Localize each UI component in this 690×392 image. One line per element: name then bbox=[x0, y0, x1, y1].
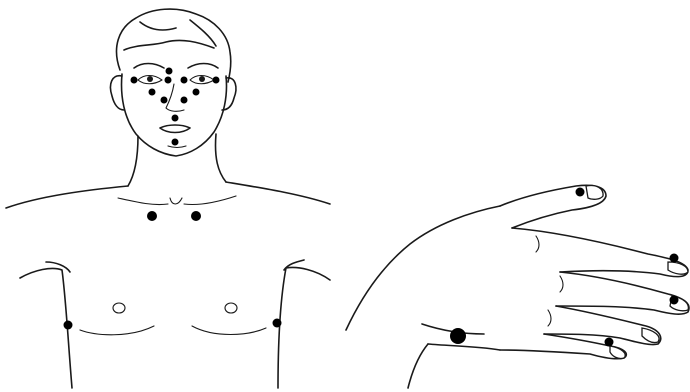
point-upper-lip bbox=[172, 115, 179, 122]
point-chin bbox=[172, 139, 179, 146]
left-pupil bbox=[147, 76, 153, 82]
right-pectoral bbox=[192, 326, 266, 335]
knuckle-creases bbox=[536, 236, 563, 326]
point-left-brow-outer bbox=[131, 77, 138, 84]
face-points bbox=[131, 68, 220, 146]
hand-figure bbox=[346, 185, 689, 388]
point-right-brow-outer bbox=[213, 77, 220, 84]
left-pectoral bbox=[80, 326, 154, 335]
little-finger bbox=[500, 334, 626, 359]
point-index-finger bbox=[670, 254, 679, 263]
right-eyebrow bbox=[188, 64, 218, 69]
left-nipple bbox=[113, 303, 125, 313]
torso-figure bbox=[6, 134, 330, 388]
chin bbox=[168, 146, 186, 148]
left-eyebrow bbox=[134, 64, 164, 69]
right-pupil bbox=[199, 76, 205, 82]
mouth bbox=[160, 125, 190, 133]
clavicles bbox=[118, 196, 236, 205]
point-glabella bbox=[166, 68, 173, 75]
right-nipple bbox=[225, 303, 237, 313]
point-left-under-eye bbox=[149, 89, 156, 96]
point-left-collarbone bbox=[147, 211, 157, 221]
index-finger bbox=[512, 228, 688, 277]
point-middle-finger bbox=[670, 296, 679, 305]
point-little-finger bbox=[605, 338, 614, 347]
chest-points bbox=[64, 211, 282, 330]
point-left-eye-inner bbox=[165, 77, 172, 84]
ring-finger bbox=[544, 306, 661, 345]
index-nail bbox=[668, 262, 688, 274]
nose bbox=[166, 84, 184, 111]
point-right-under-eye bbox=[193, 89, 200, 96]
point-nose-right bbox=[181, 97, 188, 104]
point-right-eye-inner bbox=[181, 77, 188, 84]
point-nose-left bbox=[161, 97, 168, 104]
point-right-collarbone bbox=[191, 211, 201, 221]
point-right-side bbox=[273, 319, 282, 328]
right-arm-line bbox=[278, 260, 330, 388]
wrist-outline bbox=[346, 206, 500, 388]
point-thumb bbox=[576, 188, 585, 197]
point-left-side bbox=[64, 321, 73, 330]
little-nail bbox=[610, 346, 625, 359]
middle-finger bbox=[556, 272, 689, 314]
point-karate-chop bbox=[450, 328, 466, 344]
hair bbox=[117, 9, 231, 82]
